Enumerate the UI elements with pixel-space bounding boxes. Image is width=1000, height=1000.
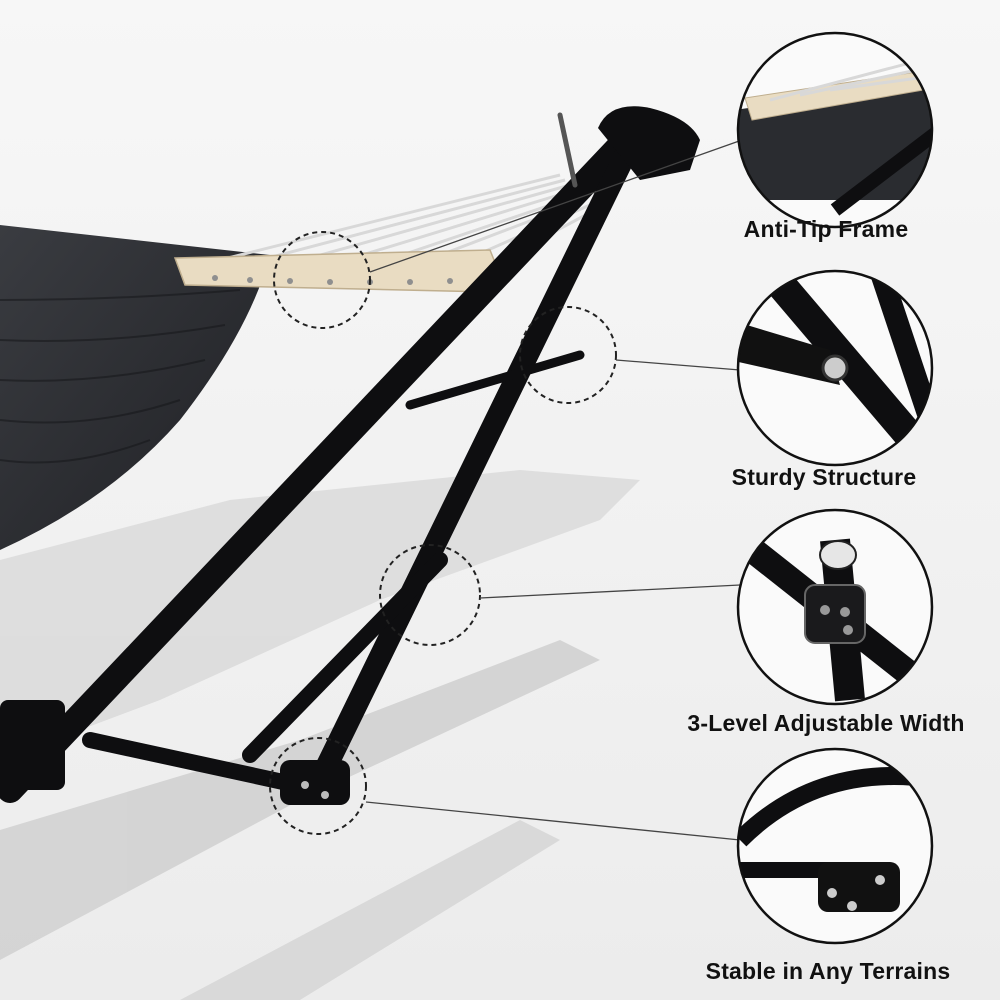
feature-label-anti-tip: Anti-Tip Frame [743, 216, 909, 242]
feature-label-stable: Stable in Any Terrains [705, 958, 951, 984]
feature-label-adjustable: 3-Level Adjustable Width [687, 710, 965, 736]
frame-foot [0, 700, 350, 805]
feature-label-sturdy: Sturdy Structure [731, 464, 917, 490]
spreader-bar-detail-icon [736, 31, 934, 229]
hammock-fabric [0, 225, 270, 550]
callout-markers [269, 231, 617, 835]
width-adjuster-detail-icon [736, 508, 934, 706]
callout-lines [365, 139, 743, 841]
pivot-joint-detail-icon [736, 269, 934, 467]
spreader-bar [173, 249, 501, 293]
frame-top-cap [598, 106, 700, 180]
